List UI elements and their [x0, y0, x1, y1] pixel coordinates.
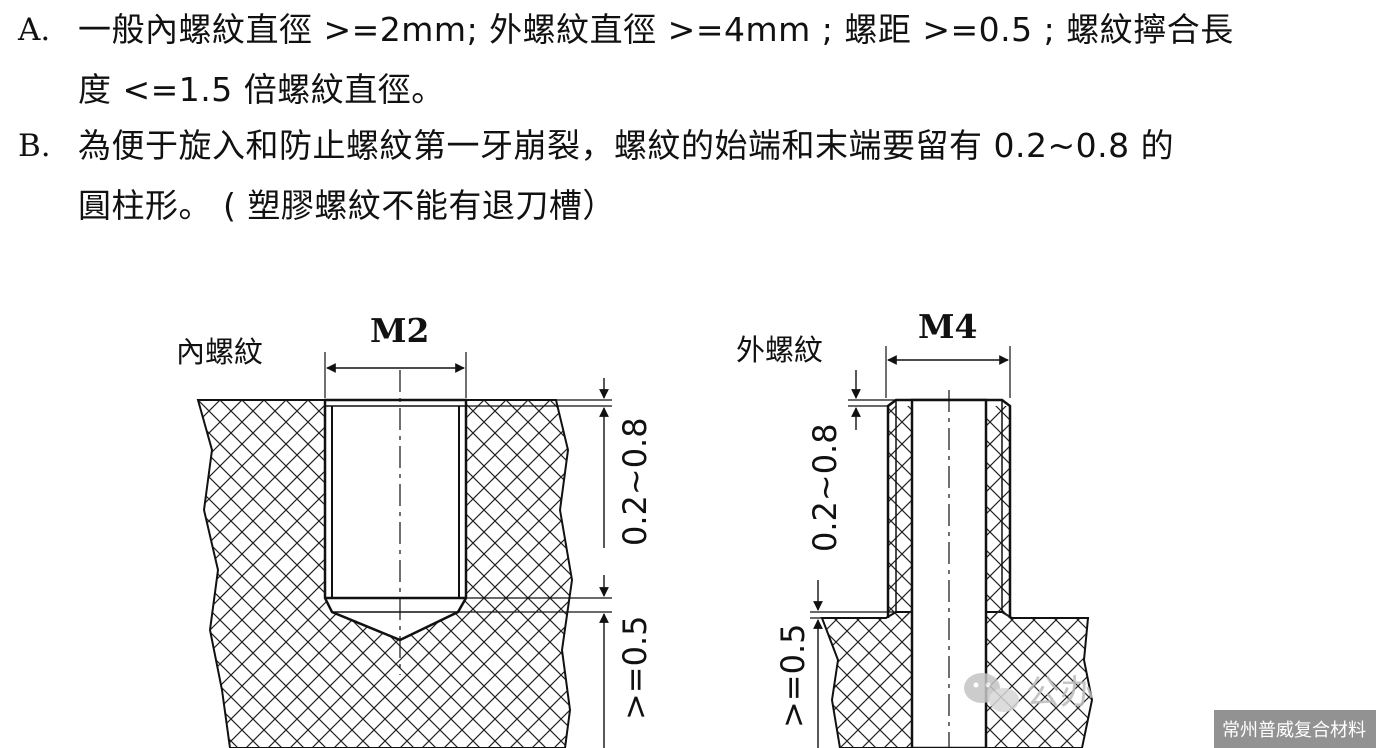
watermark-text: 公办 [1026, 673, 1094, 713]
internal-caption: 內螺紋 [176, 335, 263, 369]
external-top-dim-label: 0.2~0.8 [806, 423, 844, 552]
external-diameter-label: M4 [918, 307, 978, 346]
external-caption: 外螺紋 [736, 333, 823, 367]
paragraph-b-text-1: 為便于旋入和防止螺紋第一牙崩裂，螺紋的始端和末端要留有 0.2~0.8 的 [78, 126, 1175, 165]
internal-hole [323, 398, 468, 642]
wechat-icon [964, 673, 1019, 712]
internal-top-dim-label: 0.2~0.8 [616, 417, 654, 546]
credit-badge: 常州普威复合材料 [1214, 710, 1376, 748]
paragraph-a-text-2: 度 <=1.5 倍螺紋直徑。 [78, 70, 445, 109]
internal-bottom-dim-label: >=0.5 [616, 615, 654, 720]
paragraph-a-label: A. [18, 12, 51, 48]
external-hatched-wall-left [888, 406, 912, 618]
paragraph-b-text-2: 圓柱形。 ( 塑膠螺紋不能有退刀槽） [78, 186, 616, 225]
credit-text: 常州普威复合材料 [1222, 720, 1366, 741]
internal-diameter-label: M2 [370, 311, 430, 350]
watermark: 公办 [964, 673, 1094, 713]
external-hatched-wall-right [986, 406, 1010, 618]
paragraph-a-text-1: 一般內螺紋直徑 >=2mm; 外螺紋直徑 >=4mm ; 螺距 >=0.5 ; … [78, 10, 1234, 49]
internal-thread-drawing: 內螺紋 M2 0.2~0.8 >=0.5 [176, 311, 654, 748]
thread-diagram: 內螺紋 M2 0.2~0.8 >=0.5 外螺紋 M4 0.2~0.8 >=0.… [176, 307, 1376, 748]
paragraph-b-label: B. [18, 128, 51, 164]
external-bottom-dim-label: >=0.5 [774, 623, 812, 728]
